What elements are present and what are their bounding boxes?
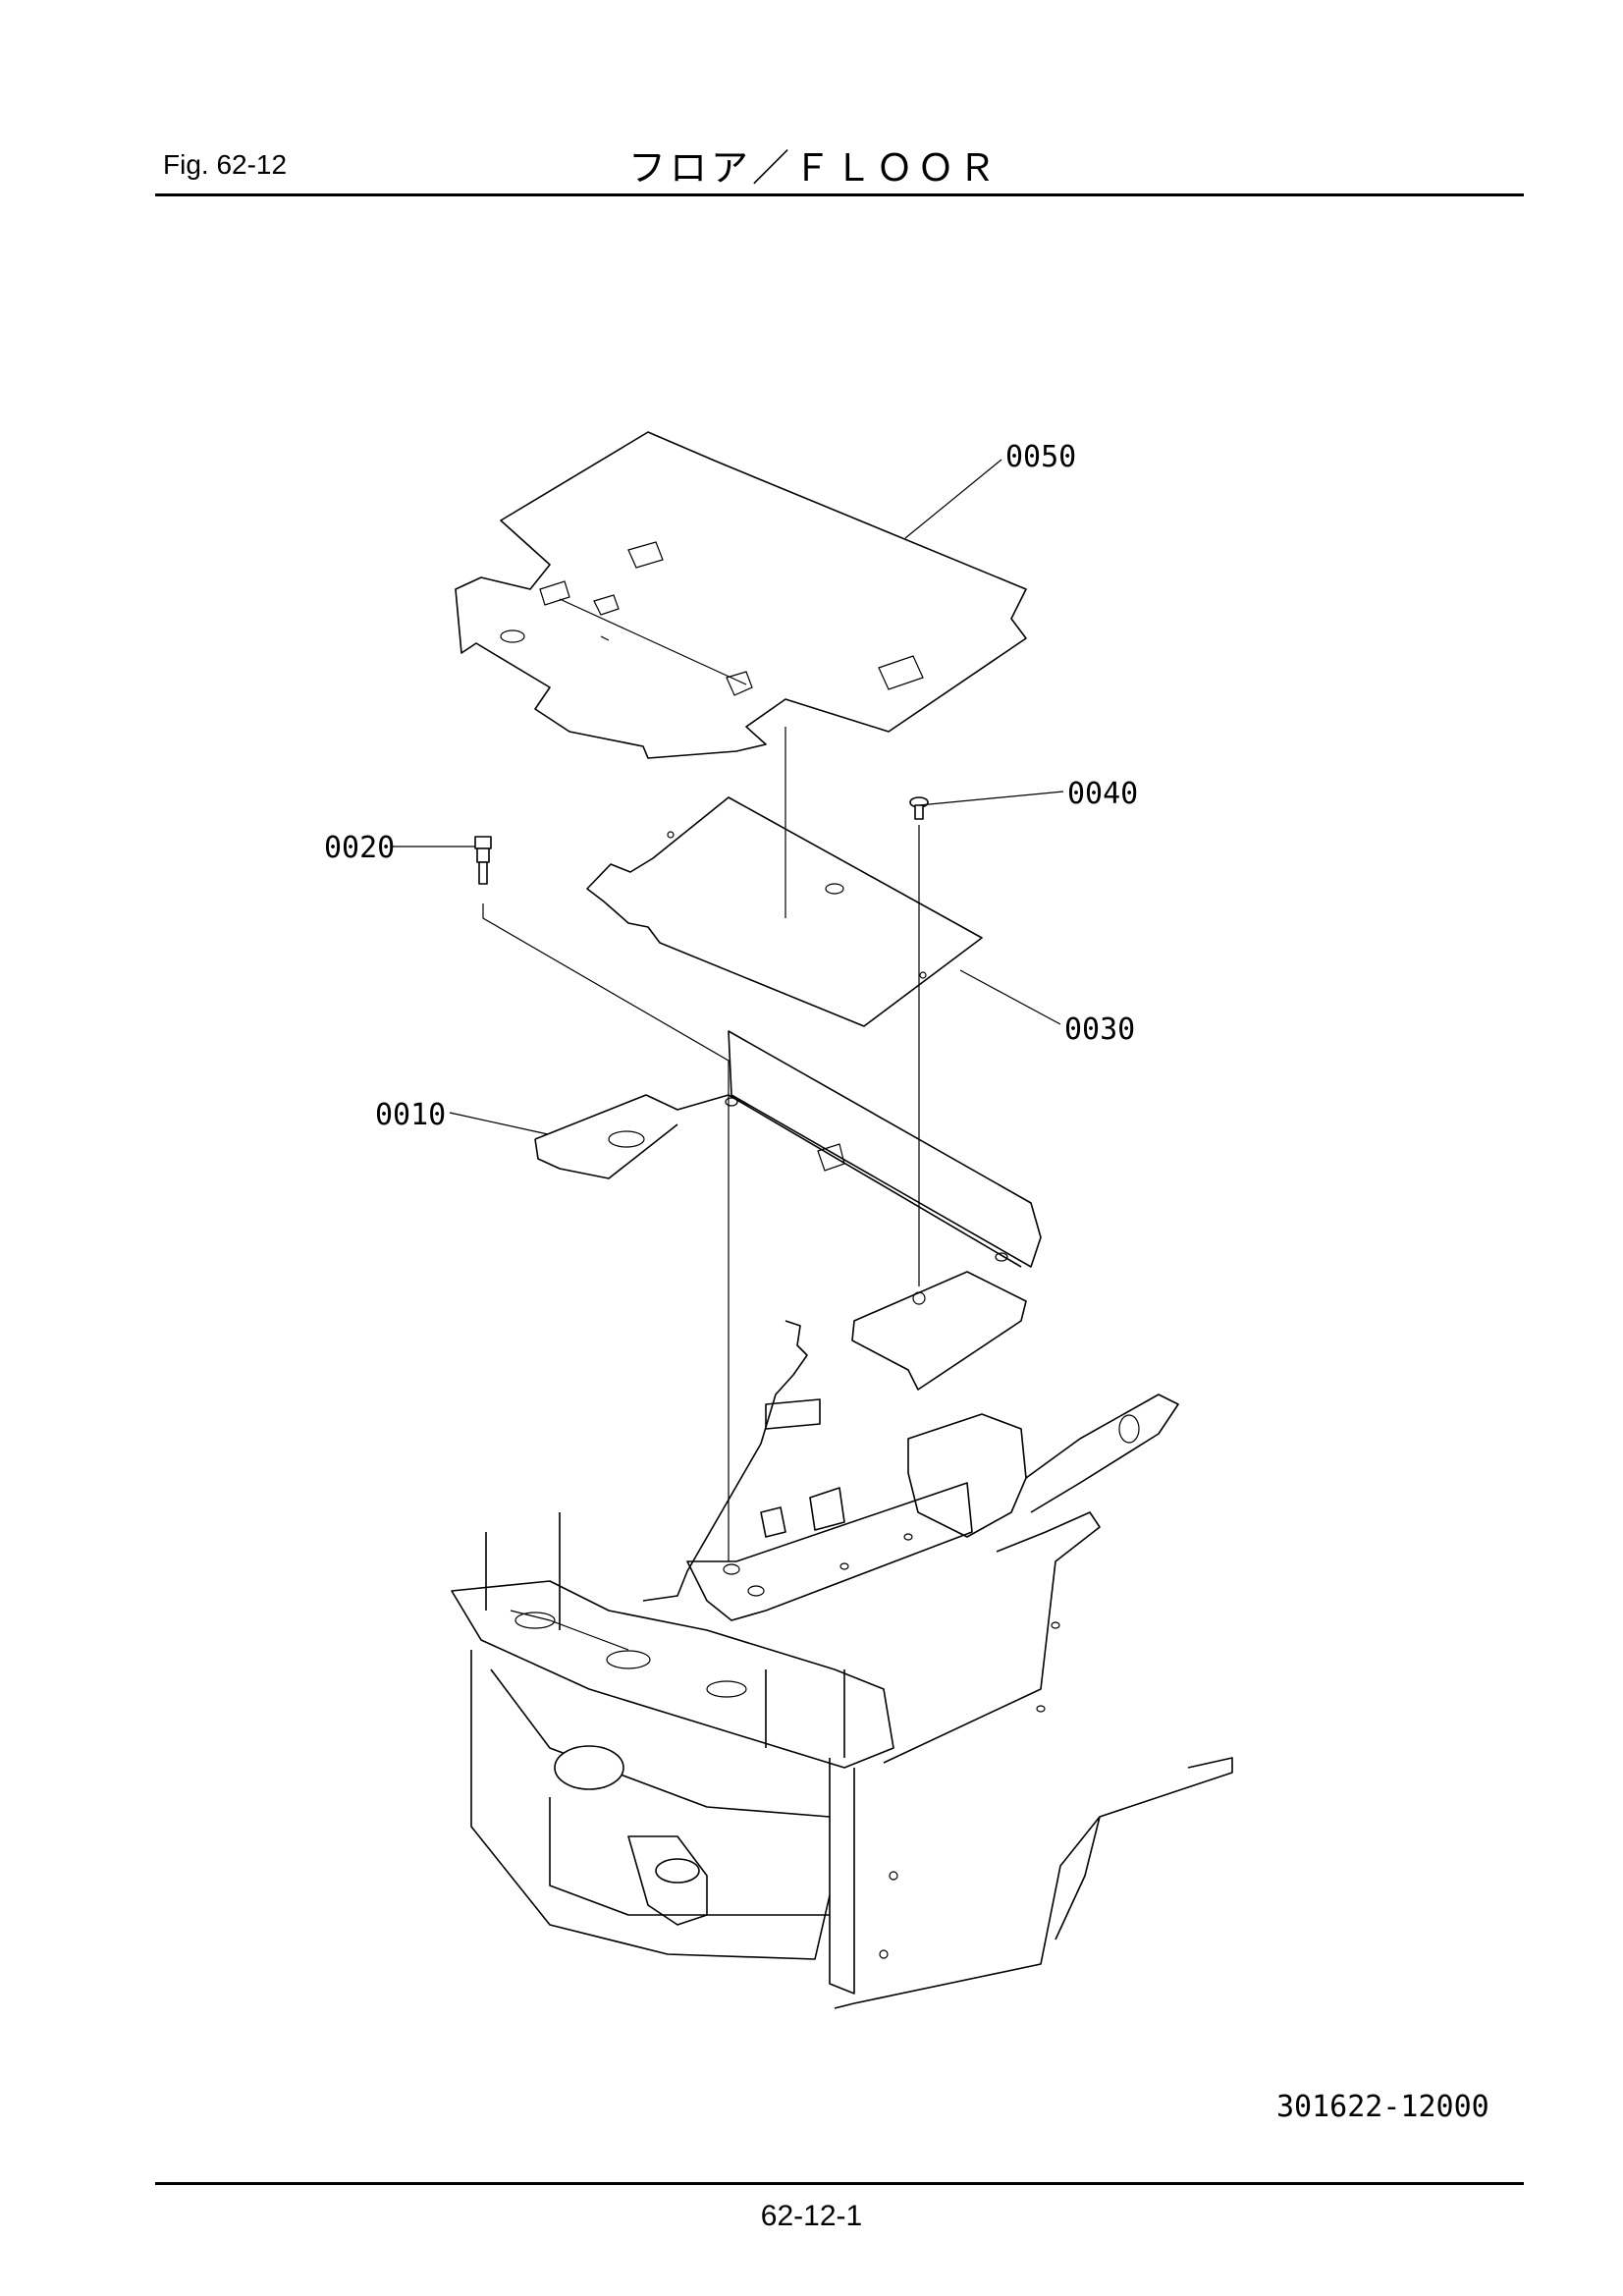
machine-frame <box>451 1129 1233 2009</box>
drawing-number: 301622-12000 <box>1276 2090 1489 2124</box>
callout-0040: 0040 <box>1067 777 1138 811</box>
page-number: 62-12-1 <box>760 2200 863 2232</box>
callout-leaders <box>391 459 1064 1135</box>
header-rule <box>155 193 1524 196</box>
callout-0050: 0050 <box>1005 440 1076 474</box>
screw-part <box>909 796 929 1286</box>
floor-mat-part <box>455 431 1027 759</box>
floor-plate-part <box>586 727 983 1027</box>
callout-0030: 0030 <box>1064 1012 1135 1047</box>
figure-label: Fig. 62-12 <box>163 149 288 180</box>
floor-frame-part <box>534 1030 1042 1391</box>
footer-rule <box>155 2182 1524 2185</box>
page-title: フロア／ＦＬＯＯＲ <box>628 146 1001 190</box>
callout-0020: 0020 <box>324 831 395 865</box>
callout-0010: 0010 <box>375 1098 446 1132</box>
bolt-part <box>474 836 730 1129</box>
